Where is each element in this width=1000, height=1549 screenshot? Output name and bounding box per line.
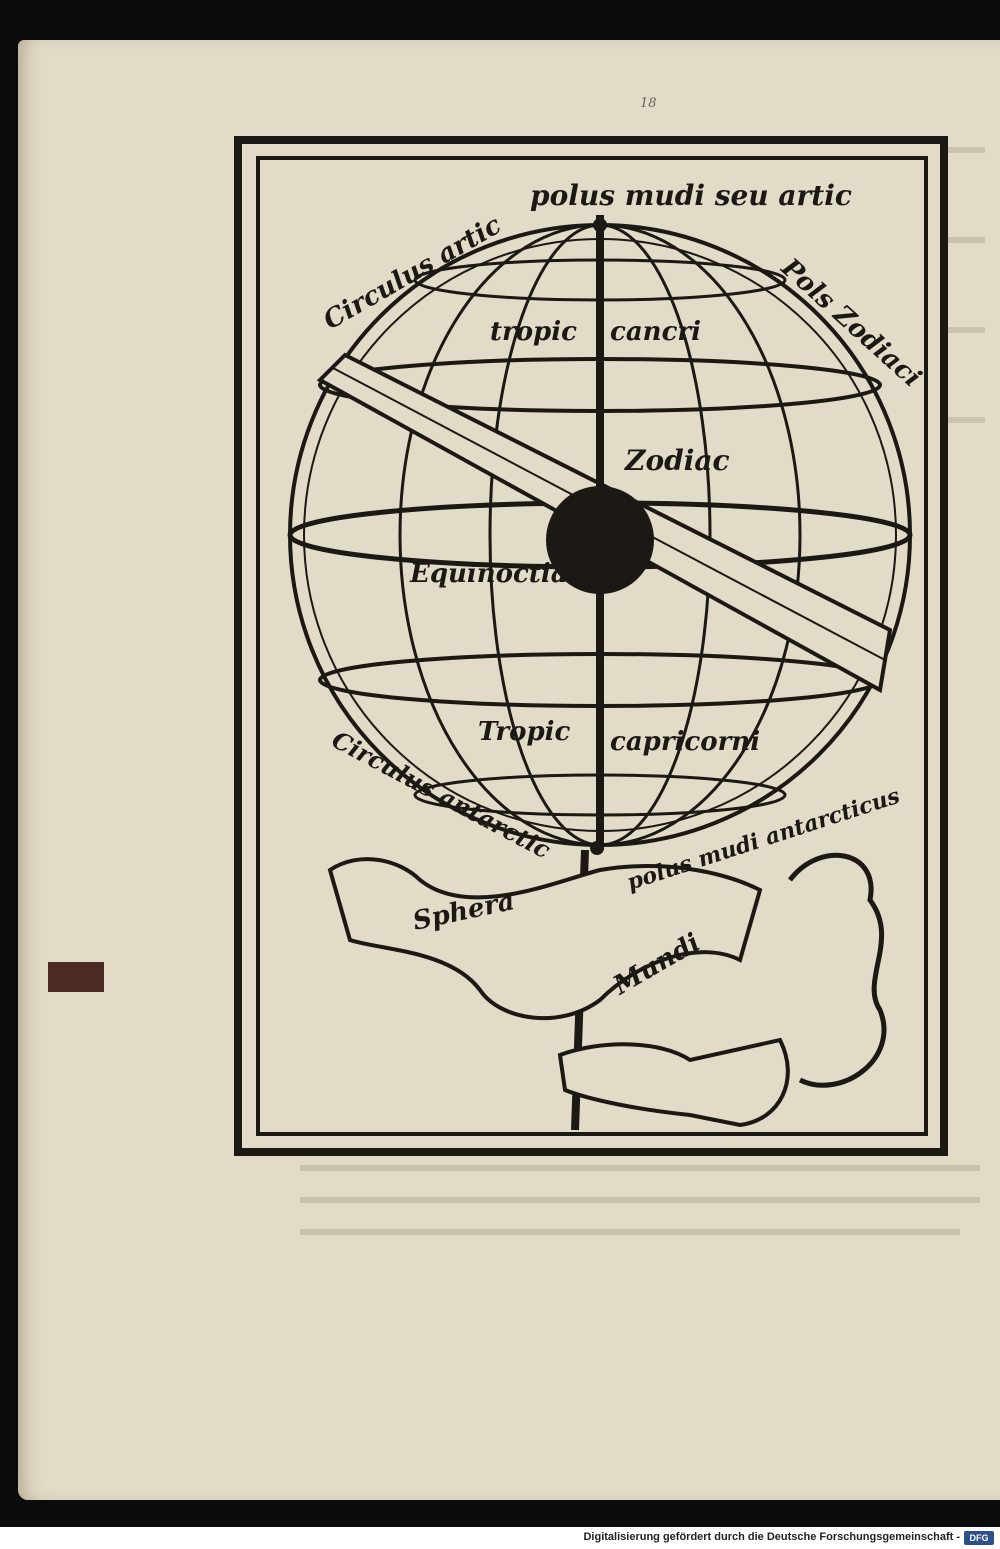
page-tab — [48, 962, 104, 992]
label-circulus-arcticus: Circulus artic — [319, 210, 507, 336]
credit-text: Digitalisierung gefördert durch die Deut… — [583, 1531, 960, 1543]
page-number: 18 — [640, 96, 657, 111]
label-tropicus-capricorni-2: capricorni — [610, 727, 760, 757]
label-equinoctialis: Equinoctialis — [409, 559, 602, 589]
label-polus-arcticus: polus mudi seu artic — [530, 179, 852, 212]
dfg-logo: DFG — [964, 1531, 994, 1545]
label-tropicus-cancri-1: tropic — [490, 317, 577, 347]
label-zodiacus: Zodiac — [624, 444, 730, 477]
label-tropicus-capricorni-1: Tropic — [478, 717, 571, 747]
label-tropicus-cancri-2: cancri — [610, 317, 701, 347]
digitization-credit-bar: Digitalisierung gefördert durch die Deut… — [0, 1527, 1000, 1549]
